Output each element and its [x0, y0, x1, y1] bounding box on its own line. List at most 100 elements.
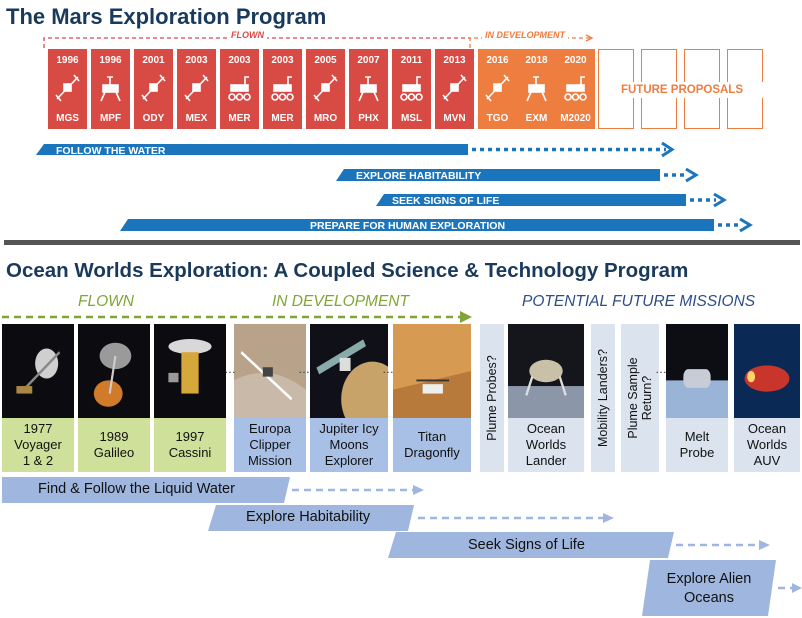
mars-theme-bars [36, 141, 753, 233]
timeline-ellipsis: … [382, 362, 394, 376]
auv-icon [734, 324, 800, 418]
mission-card-ocean-worlds-auv: Ocean Worlds AUV [734, 324, 800, 472]
timeline-ellipsis: … [224, 362, 236, 376]
mission-card-label: 1997 Cassini [168, 429, 212, 460]
mission-year: 1996 [99, 55, 122, 66]
mission-year: 2007 [357, 55, 380, 66]
ocean-theme-alien-oceans: Explore Alien Oceans [666, 571, 752, 606]
mission-card-jupiter-icy-moons-explorer: Jupiter Icy Moons Explorer [310, 324, 388, 472]
lander-icon [355, 71, 382, 105]
mission-abbreviation: M2020 [560, 113, 591, 124]
cassini-spacecraft-icon [154, 324, 226, 418]
section-divider [4, 240, 800, 245]
juice-spacecraft-icon [310, 324, 388, 437]
mission-card-1989-galileo: 1989 Galileo [78, 324, 150, 472]
orbiter-icon [140, 71, 167, 105]
mars-theme-follow-water: FOLLOW THE WATER [56, 145, 166, 157]
mission-card-label: Mobility Landers? [596, 349, 610, 447]
mars-title: The Mars Exploration Program [6, 4, 327, 29]
mission-year: 1996 [56, 55, 79, 66]
mission-abbreviation: MER [271, 113, 294, 124]
mission-year: 2013 [443, 55, 466, 66]
mission-card-mobility-landers: Mobility Landers? [591, 324, 615, 472]
mission-card-plume-probes: Plume Probes? [480, 324, 504, 472]
mission-abbreviation: MER [228, 113, 251, 124]
mission-card-1997-cassini: 1997 Cassini [154, 324, 226, 472]
mission-card-ocean-worlds-lander: Ocean Worlds Lander [508, 324, 584, 472]
dragonfly-icon [393, 324, 471, 418]
timeline-ellipsis: … [655, 362, 667, 376]
orbiter-icon [484, 71, 511, 105]
melt-probe-icon [666, 324, 728, 418]
galileo-spacecraft-icon [78, 324, 150, 418]
mission-year: 2011 [400, 55, 423, 66]
rover-icon [562, 71, 589, 105]
mission-card-europa-clipper-mission: Europa Clipper Mission [234, 324, 306, 472]
mission-card-label: Europa Clipper Mission [247, 421, 293, 468]
mars-theme-seek-signs-of-life: SEEK SIGNS OF LIFE [392, 195, 500, 207]
mars-theme-human-exploration: PREPARE FOR HUMAN EXPLORATION [310, 220, 506, 232]
orbiter-icon [183, 71, 210, 105]
mission-card-plume-sample-return: Plume Sample Return? [621, 324, 659, 472]
ocean-status-arrow [2, 311, 472, 323]
ocean-theme-liquid-water: Find & Follow the Liquid Water [38, 481, 235, 497]
mission-year: 2020 [564, 55, 587, 66]
mission-card-label: Ocean Worlds Lander [525, 421, 567, 468]
ocean-future-label: POTENTIAL FUTURE MISSIONS [522, 293, 756, 310]
mars-dev-label: IN DEVELOPMENT [482, 30, 569, 40]
mars-theme-explore-habitability: EXPLORE HABITABILITY [356, 170, 482, 182]
mission-year: 2005 [314, 55, 337, 66]
mission-abbreviation: MEX [185, 113, 208, 124]
ocean-flown-label: FLOWN [78, 293, 134, 310]
mission-year: 2001 [142, 55, 165, 66]
mission-abbreviation: ODY [142, 113, 165, 124]
future-proposals-label: FUTURE PROPOSALS [600, 82, 764, 98]
mission-year: 2003 [228, 55, 251, 66]
mission-card-1977-voyager-1-and-2: 1977 Voyager 1 & 2 [2, 324, 74, 472]
mission-year: 2003 [271, 55, 294, 66]
mission-card-label: Ocean Worlds AUV [746, 421, 788, 468]
mission-card-label: Plume Sample Return? [626, 357, 654, 439]
mission-abbreviation: TGO [486, 113, 509, 124]
mission-abbreviation: EXM [525, 113, 548, 124]
orbiter-icon [54, 71, 81, 105]
ocean-theme-habitability: Explore Habitability [246, 509, 371, 525]
mission-card-label: Melt Probe [679, 429, 715, 460]
mars-status-bracket [43, 34, 594, 48]
mission-card-titan-dragonfly: Titan Dragonfly [393, 324, 471, 472]
lander-icon [97, 71, 124, 105]
mission-abbreviation: MPF [99, 113, 122, 124]
voyager-spacecraft-icon [2, 324, 74, 418]
orbiter-icon [312, 71, 339, 105]
europa-clipper-icon [234, 324, 306, 418]
lander-icon [523, 71, 550, 105]
ocean-theme-signs-of-life: Seek Signs of Life [468, 537, 585, 553]
mission-abbreviation: PHX [358, 113, 379, 124]
ocean-theme-bars [2, 477, 802, 616]
rover-icon [226, 71, 253, 105]
mission-abbreviation: MVN [443, 113, 466, 124]
mission-card-label: Plume Probes? [485, 355, 499, 441]
rover-icon [398, 71, 425, 105]
mission-card-label: 1989 Galileo [93, 429, 135, 460]
rover-icon [269, 71, 296, 105]
mars-flown-label: FLOWN [228, 30, 267, 40]
orbiter-icon [441, 71, 468, 105]
mission-card-label: Titan Dragonfly [404, 429, 460, 460]
mission-card-label: Jupiter Icy Moons Explorer [319, 421, 379, 468]
ocean-title: Ocean Worlds Exploration: A Coupled Scie… [6, 259, 689, 282]
mission-year: 2003 [185, 55, 208, 66]
ocean-dev-label: IN DEVELOPMENT [272, 293, 409, 310]
mission-year: 2016 [486, 55, 509, 66]
